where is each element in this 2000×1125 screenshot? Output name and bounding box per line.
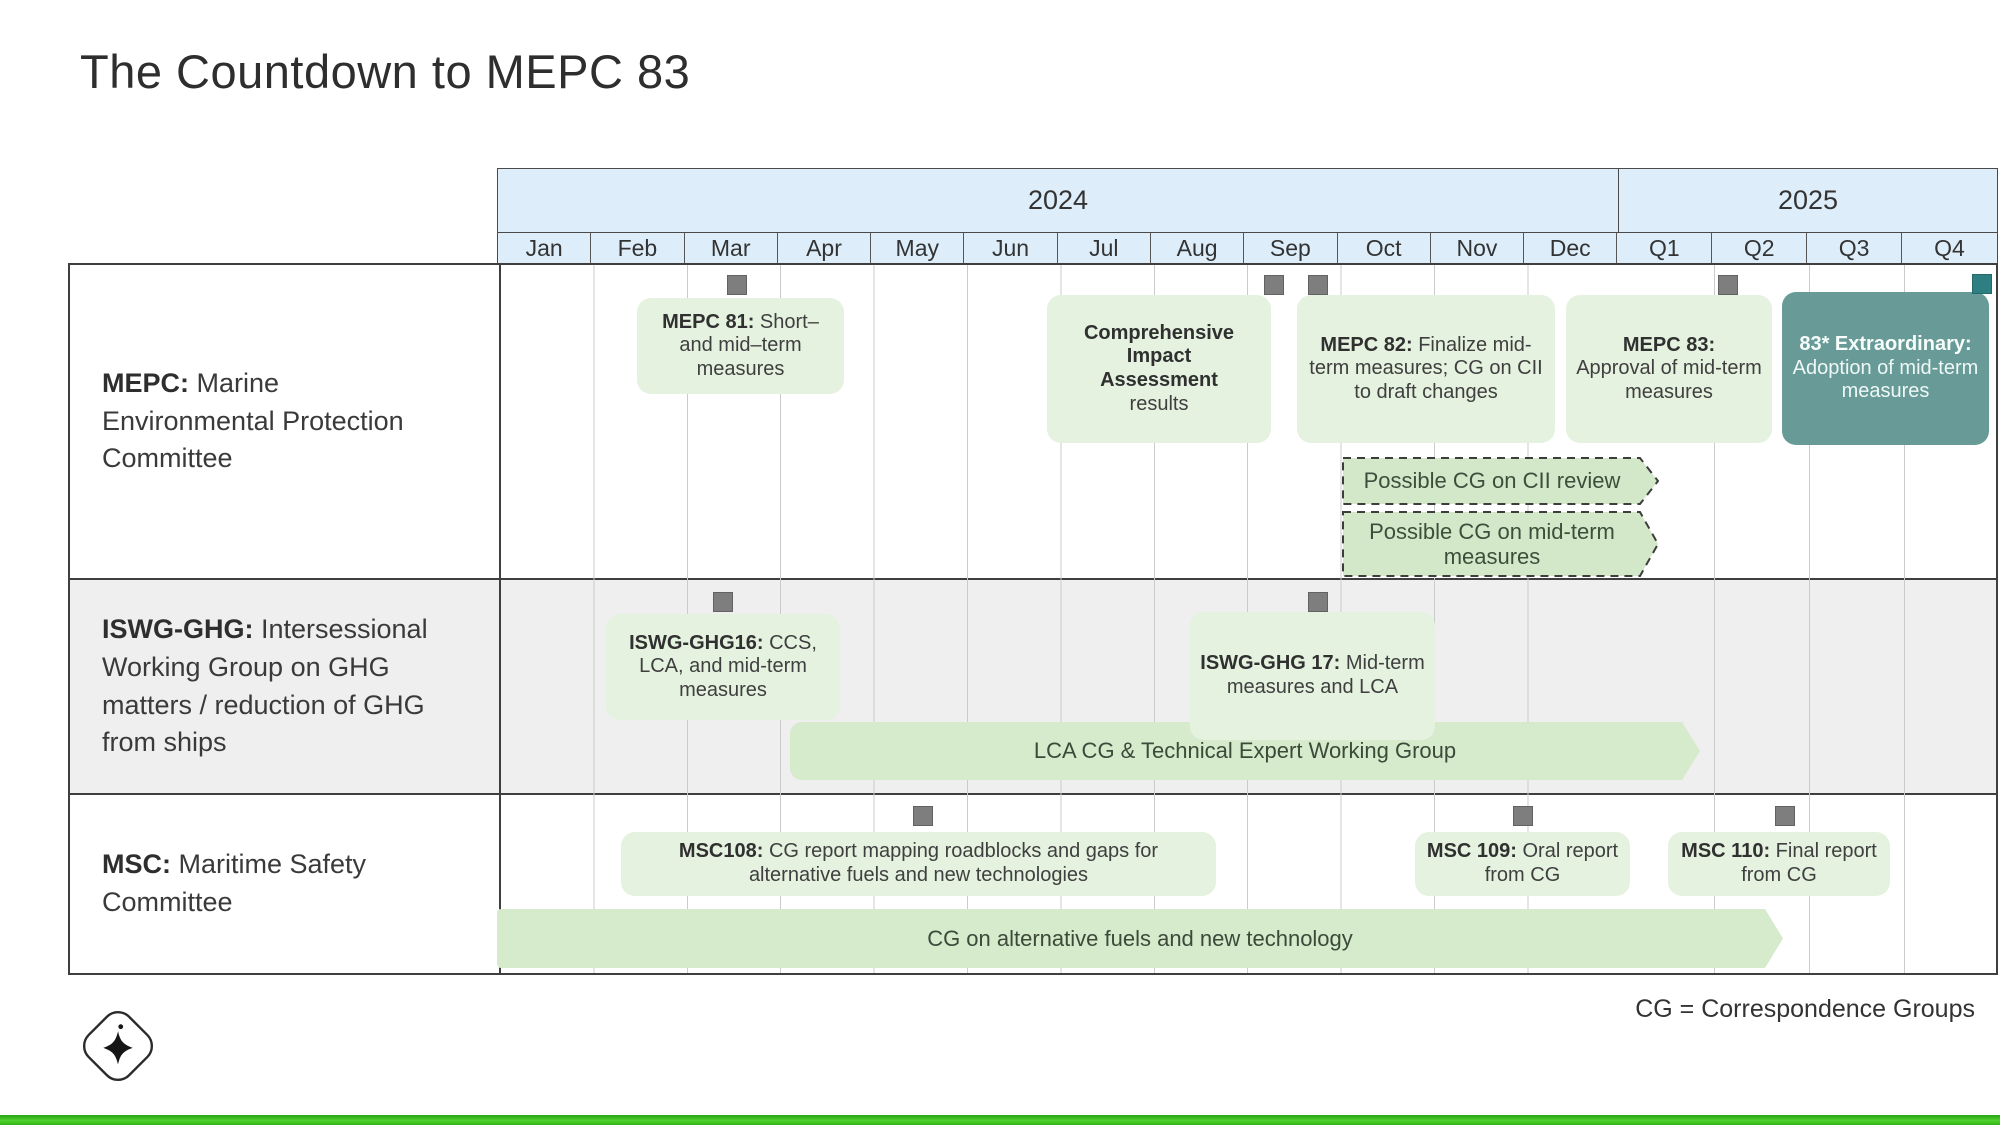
month-dec: Dec [1524,233,1618,264]
row-label-iswg-acronym: ISWG-GHG: [102,613,254,644]
event-iswg16: ISWG-GHG16: CCS, LCA, and mid-term measu… [606,614,840,720]
month-row: Jan Feb Mar Apr May Jun Jul Aug Sep Oct … [498,233,1997,264]
sparkle-diamond-logo [82,1010,154,1082]
event-iswg17: ISWG-GHG 17: Mid-term measures and LCA [1190,612,1435,740]
event-mepc82-title: MEPC 82: [1320,333,1413,356]
month-sep: Sep [1244,233,1338,264]
event-msc110-title: MSC 110: [1681,840,1771,863]
year-2024: 2024 [498,169,1619,232]
timeline-table: 2024 2025 Jan Feb Mar Apr May Jun Jul Au… [68,168,1998,975]
month-aug: Aug [1151,233,1245,264]
milestone-marker-extra83 [1972,274,1992,294]
event-msc109-title: MSC 109: [1426,840,1517,863]
event-possible-cg-midterm: Possible CG on mid-term measures [1342,511,1660,577]
label-column-divider [499,265,501,973]
milestone-marker-mepc82 [1308,275,1328,295]
row-label-iswg: ISWG-GHG: Intersessional Working Group o… [70,580,499,793]
event-mepc81-title: MEPC 81: [662,310,755,333]
event-possible-cg-cii: Possible CG on CII review [1342,457,1660,505]
bottom-accent-line [0,1115,2000,1125]
milestone-marker-msc109 [1513,806,1533,826]
year-2025: 2025 [1777,185,1839,215]
month-may: May [871,233,965,264]
milestone-marker-mepc81 [727,275,747,295]
event-extra83-desc: Adoption of mid-term measures [1792,356,1979,403]
row-label-iswg-name: Intersessional Working Group on GHG matt… [102,613,428,758]
milestone-marker-mepc83 [1718,275,1738,295]
footnote-cg-definition: CG = Correspondence Groups [1635,995,1975,1023]
dashed-arrow-shape [1342,457,1660,505]
quarter-q3: Q3 [1807,233,1903,264]
event-msc108: MSC108: CG report mapping roadblocks and… [621,832,1216,896]
quarter-q1: Q1 [1617,233,1713,264]
event-mepc82-desc: Finalize mid-term measures; CG on CII to… [1309,333,1543,403]
event-cia-line1: Comprehensive [1083,321,1235,344]
event-iswg16-title: ISWG-GHG16: [629,631,764,654]
timeline-header: 2024 2025 Jan Feb Mar Apr May Jun Jul Au… [497,168,1998,264]
event-iswg16-desc: CCS, LCA, and mid-term measures [639,631,817,701]
bar-cg-alternative-fuels: CG on alternative fuels and new technolo… [497,909,1783,968]
milestone-marker-cia [1264,275,1284,295]
event-83-extraordinary: 83* Extraordinary: Adoption of mid-term … [1782,292,1989,445]
event-possible-cg-cii-label: Possible CG on CII review [1363,468,1621,494]
month-oct: Oct [1338,233,1431,264]
event-iswg17-desc: Mid-term measures and LCA [1226,652,1425,698]
event-msc109-desc: Oral report from CG [1484,840,1619,886]
bar-cg-fuels-label: CG on alternative fuels and new technolo… [927,925,1353,951]
event-mepc83-desc: Approval of mid-term measures [1576,357,1762,403]
milestone-marker-msc110 [1775,806,1795,826]
event-msc108-desc: CG report mapping roadblocks and gaps fo… [748,840,1159,886]
month-nov: Nov [1431,233,1525,264]
event-msc110: MSC 110: Final report from CG [1668,832,1890,896]
event-msc108-title: MSC108: [678,840,764,863]
row-label-msc-name: Maritime Safety Committee [102,849,367,917]
event-iswg17-title: ISWG-GHG 17: [1200,652,1341,675]
row-label-mepc: MEPC: Marine Environmental Protection Co… [70,265,499,578]
quarter-q2: Q2 [1712,233,1808,264]
row-label-mepc-name: Marine Environmental Protection Committe… [102,367,404,474]
month-jul: Jul [1058,233,1151,264]
row-label-mepc-acronym: MEPC: [102,367,189,398]
event-msc109: MSC 109: Oral report from CG [1415,832,1630,896]
month-mar: Mar [685,233,778,264]
event-mepc81: MEPC 81: Short– and mid–term measures [637,298,844,394]
milestone-marker-iswg17 [1308,592,1328,612]
event-cia-line2: Impact [1126,345,1192,368]
row-label-msc: MSC: Maritime Safety Committee [70,795,499,973]
month-feb: Feb [591,233,685,264]
row-label-msc-acronym: MSC: [102,849,171,880]
milestone-marker-msc108 [913,806,933,826]
dashed-arrow-shape [1342,511,1660,577]
page-title: The Countdown to MEPC 83 [80,45,691,98]
milestone-marker-iswg16 [713,592,733,612]
month-jan: Jan [498,233,592,264]
event-cia-line3: Assessment [1100,369,1218,391]
event-extra83-title: 83* Extraordinary: [1799,333,1972,356]
event-mepc83: MEPC 83: Approval of mid-term measures [1566,295,1772,443]
bar-lca-label: LCA CG & Technical Expert Working Group [1033,738,1457,763]
event-msc110-desc: Final report from CG [1741,840,1877,886]
event-mepc83-title: MEPC 83: [1622,333,1716,356]
month-jun: Jun [964,233,1058,264]
event-comprehensive-impact-assessment: Comprehensive Impact Assessment results [1047,295,1271,443]
event-cia-desc: results [1129,392,1189,415]
event-mepc82: MEPC 82: Finalize mid-term measures; CG … [1297,295,1555,443]
year-row: 2024 2025 [498,169,1997,233]
event-possible-cg-midterm-label: Possible CG on mid-term measures [1369,518,1615,569]
month-apr: Apr [778,233,872,264]
bar-lca-cg-working-group: LCA CG & Technical Expert Working Group [790,722,1700,780]
event-mepc81-desc: Short– and mid–term measures [679,310,819,380]
quarter-q4: Q4 [1934,235,1965,261]
